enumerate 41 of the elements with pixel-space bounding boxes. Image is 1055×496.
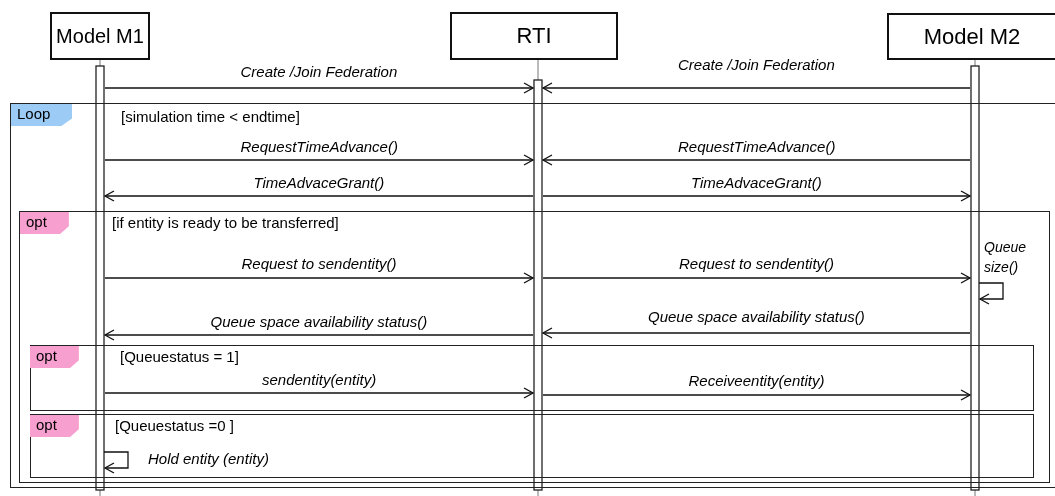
message-arrow [542, 154, 971, 166]
message-arrow [542, 82, 971, 94]
message-arrow [104, 272, 534, 284]
message-label: Queue space availability status() [210, 313, 428, 330]
opt-fragment-frame [19, 211, 1050, 483]
guard-condition: [simulation time < endtime] [121, 108, 300, 125]
message-label: RequestTimeAdvance() [240, 138, 398, 155]
message-arrow [542, 389, 971, 401]
message-arrow [104, 82, 534, 94]
message-label: TimeAdvaceGrant() [691, 174, 822, 191]
message-label: Request to sendentity() [679, 255, 835, 272]
participant-box: RTI [450, 12, 618, 60]
message-label: Queue size() [984, 238, 1028, 277]
message-arrow [542, 272, 971, 284]
message-arrow [542, 190, 971, 202]
fragment-tag: opt [20, 212, 69, 234]
guard-condition: [Queuestatus = 1] [120, 348, 239, 365]
fragment-tag: Loop [11, 104, 73, 126]
loop-fragment-frame [10, 103, 1055, 488]
participant-box: Model M2 [887, 13, 1055, 60]
participant-box: Model M1 [50, 12, 150, 60]
message-label: TimeAdvaceGrant() [253, 174, 385, 191]
message-arrow [104, 154, 534, 166]
message-arrow [542, 327, 971, 339]
guard-condition: [if entity is ready to be transferred] [112, 214, 339, 231]
message-label: Request to sendentity() [241, 255, 397, 272]
fragment-tag: opt [30, 346, 79, 368]
message-label: Receiveentity(entity) [688, 372, 825, 389]
message-arrow [104, 190, 534, 202]
message-label: RequestTimeAdvance() [678, 138, 836, 155]
fragment-tag: opt [30, 415, 79, 437]
message-arrow [978, 282, 1004, 305]
message-arrow [104, 329, 534, 341]
guard-condition: [Queuestatus =0 ] [115, 417, 234, 434]
message-label: Create /Join Federation [678, 56, 835, 73]
message-label: Create /Join Federation [240, 63, 398, 80]
message-arrow [104, 387, 534, 399]
message-arrow [103, 451, 129, 474]
message-label: Hold entity (entity) [148, 450, 269, 467]
message-label: Queue space availability status() [648, 308, 865, 325]
message-label: sendentity(entity) [262, 371, 377, 388]
